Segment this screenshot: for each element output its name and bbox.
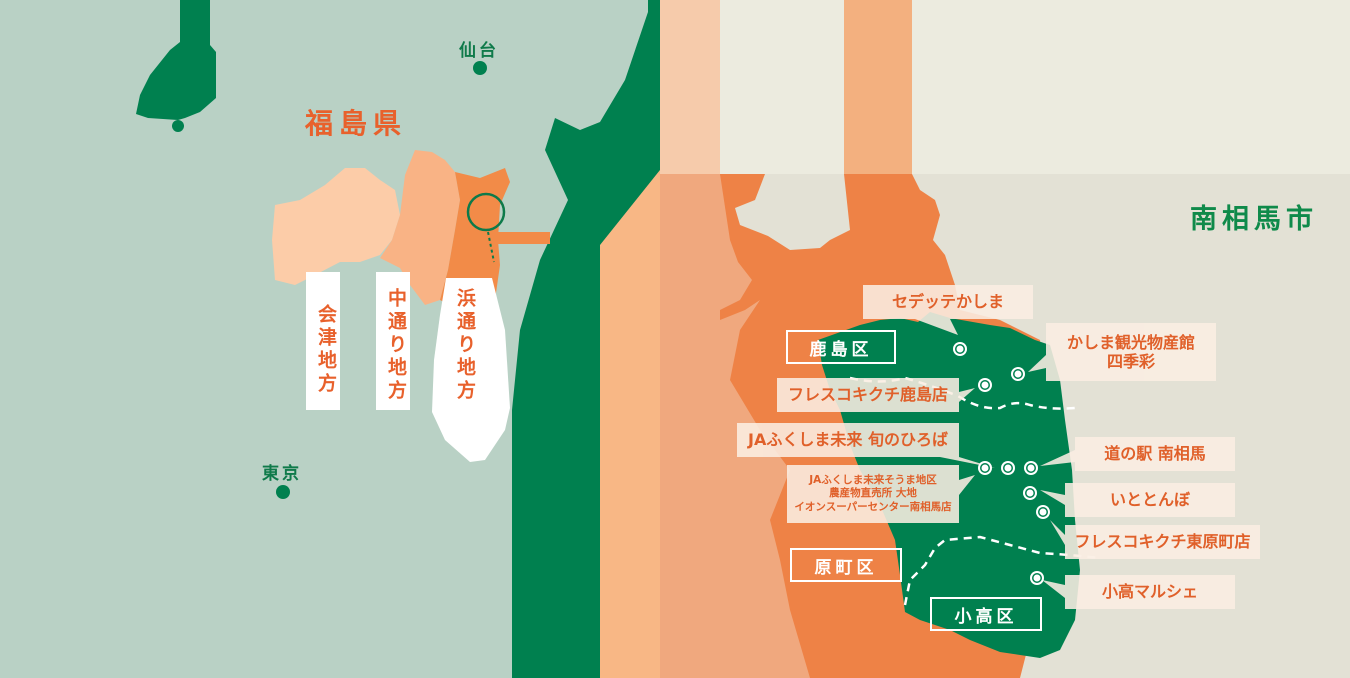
inawashiro-lake-shape — [136, 0, 216, 120]
prefecture-label: 福島県 — [305, 107, 408, 140]
ward-label-haramachi: 原町区 — [790, 548, 902, 582]
detail-background-top — [660, 0, 1350, 174]
tokyo-marker — [276, 485, 290, 499]
zoom-beam-light — [660, 0, 720, 174]
land-detail — [732, 276, 745, 295]
spot-line: 農産物直売所 大地 — [829, 487, 917, 500]
spot-pins — [953, 342, 1050, 585]
region-label-aizu: 会津地方 — [306, 272, 340, 410]
spot-fresco-kikuchi-kashima[interactable]: フレスコキクチ鹿島店 — [787, 385, 948, 405]
ward-label-odaka: 小高区 — [930, 597, 1042, 631]
spot-fresco-kikuchi-higashiharamachi[interactable]: フレスコキクチ東原町店 — [1074, 532, 1251, 552]
spot-sedette-kashima[interactable]: セデッテかしま — [891, 292, 1004, 312]
beam-connector — [495, 232, 550, 244]
spot-kashima-shikisai[interactable]: かしま観光物産館 四季彩 — [1046, 323, 1216, 381]
ward-label-kashima: 鹿島区 — [786, 330, 896, 364]
spot-michi-no-eki[interactable]: 道の駅 南相馬 — [1104, 444, 1206, 464]
spot-ja-shun-no-hiroba[interactable]: JAふくしま未来 旬のひろば — [748, 430, 948, 450]
minamisoma-highlight-circle — [466, 192, 506, 232]
sendai-marker — [473, 61, 487, 75]
spot-line: イオンスーパーセンター南相馬店 — [794, 500, 952, 513]
highlight-leader-line — [487, 231, 495, 263]
spot-odaka-marche[interactable]: 小高マルシェ — [1101, 582, 1198, 602]
hamadori-label-background — [432, 278, 510, 462]
callout-backgrounds — [737, 285, 1260, 609]
beam-wedge — [600, 170, 660, 678]
land-light-west — [720, 300, 810, 678]
spot-line: JAふくしま未来そうま地区 — [809, 474, 937, 487]
zoom-beam-mid — [844, 0, 912, 174]
zoom-beam-left — [660, 174, 720, 678]
city-label-minamisoma: 南相馬市 — [1190, 204, 1318, 235]
region-hamadori[interactable] — [440, 168, 510, 310]
region-nakadori[interactable] — [380, 150, 460, 305]
region-aizu[interactable] — [272, 168, 400, 285]
spot-line: かしま観光物産館 — [1066, 332, 1195, 352]
region-label-nakadori: 中通り地方 — [376, 272, 410, 410]
land-light-patch — [720, 174, 752, 310]
city-label-tokyo: 東京 — [262, 464, 302, 484]
lake-marker — [172, 120, 184, 132]
spot-ja-daichi-aeon[interactable]: JAふくしま未来そうま地区 農産物直売所 大地 イオンスーパーセンター南相馬店 — [787, 465, 959, 523]
spot-line: 四季彩 — [1106, 352, 1155, 371]
region-label-hamadori: 浜通り地方 — [454, 287, 476, 403]
city-label-sendai: 仙台 — [459, 41, 499, 61]
spot-itotonbo[interactable]: いととんぼ — [1109, 490, 1190, 510]
